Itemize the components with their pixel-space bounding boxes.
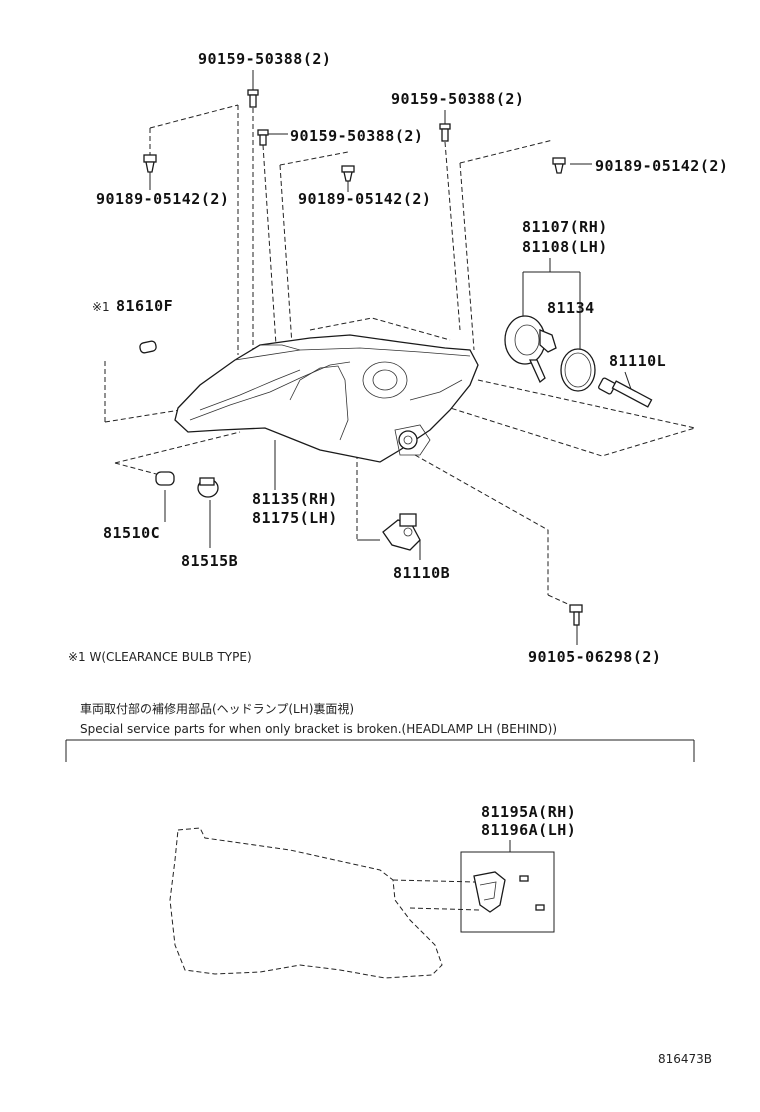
label-bolt-bottom[interactable]: 90105-06298(2): [528, 648, 661, 666]
bulb-l-icon[interactable]: [598, 377, 653, 408]
clearance-bulb-icon[interactable]: [139, 340, 157, 354]
label-bulb-b[interactable]: 81110B: [393, 564, 450, 582]
oring-icon[interactable]: [560, 348, 596, 392]
figure-id: 816473B: [658, 1052, 712, 1066]
label-bolt-top-left[interactable]: 90159-50388(2): [198, 50, 331, 68]
clip-left-icon[interactable]: [143, 154, 157, 173]
headlamp-behind-view[interactable]: [169, 827, 443, 979]
label-bracket-lh[interactable]: 81196A(LH): [481, 821, 576, 839]
bolt-top-mid-icon[interactable]: [257, 129, 269, 146]
socket-assembly-icon[interactable]: [504, 315, 557, 384]
lower-section-frame: [65, 739, 695, 762]
label-clip-left[interactable]: 90189-05142(2): [96, 190, 229, 208]
en-caption: Special service parts for when only brac…: [80, 722, 557, 736]
label-bolt-top-mid[interactable]: 90159-50388(2): [391, 90, 524, 108]
bulb-b-icon[interactable]: [382, 513, 421, 551]
label-clearance-prefix: ※1: [92, 300, 110, 314]
label-socket-lh[interactable]: 81108(LH): [522, 238, 608, 256]
clip-mid-icon[interactable]: [341, 165, 355, 182]
bolt-top-left-icon[interactable]: [247, 89, 259, 108]
bracket-icon[interactable]: [473, 871, 545, 913]
leader-lines: [104, 70, 697, 645]
bulb-c-icon[interactable]: [155, 471, 175, 486]
bracket-leader: [392, 840, 555, 933]
label-headlamp-rh[interactable]: 81135(RH): [252, 490, 338, 508]
socket-b-icon[interactable]: [197, 477, 219, 498]
jp-caption: 車両取付部の補修用部品(ヘッドランプ(LH)裏面視): [80, 701, 354, 716]
label-socket-b[interactable]: 81515B: [181, 552, 238, 570]
label-socket-rh[interactable]: 81107(RH): [522, 218, 608, 236]
label-bulb-l[interactable]: 81110L: [609, 352, 666, 370]
headlamp-assembly[interactable]: [174, 334, 479, 463]
label-bracket-rh[interactable]: 81195A(RH): [481, 803, 576, 821]
label-clearance-bulb[interactable]: 81610F: [116, 297, 173, 315]
clip-right-icon[interactable]: [552, 157, 566, 174]
bolt-top-right-icon[interactable]: [439, 123, 451, 142]
label-bulb-c[interactable]: 81510C: [103, 524, 160, 542]
label-bolt-top-right[interactable]: 90159-50388(2): [290, 127, 423, 145]
label-clip-mid[interactable]: 90189-05142(2): [298, 190, 431, 208]
label-clip-right[interactable]: 90189-05142(2): [595, 157, 728, 175]
label-headlamp-lh[interactable]: 81175(LH): [252, 509, 338, 527]
label-oring[interactable]: 81134: [547, 299, 595, 317]
bolt-bottom-icon[interactable]: [569, 604, 583, 626]
footnote: ※1 W(CLEARANCE BULB TYPE): [68, 650, 252, 664]
